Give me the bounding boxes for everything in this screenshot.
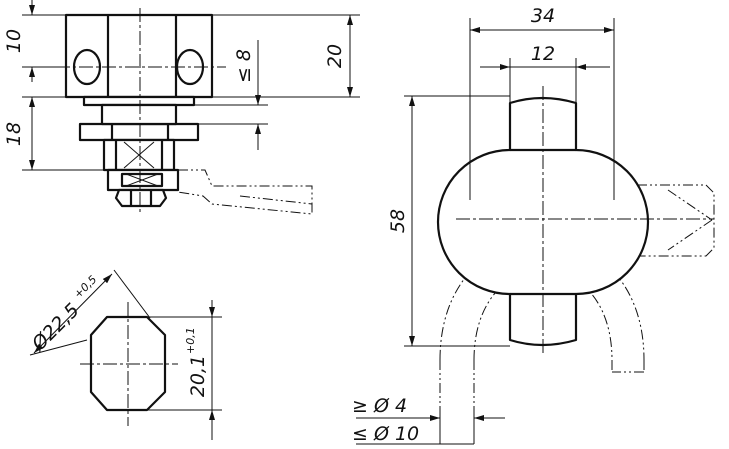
- dim-diameter-22-5-label: Ø22,5: [27, 299, 84, 356]
- bottom-view: [29, 269, 222, 440]
- dim-max-8-label: ≤ 8: [233, 49, 255, 83]
- dim-10-label: 10: [3, 29, 25, 53]
- side-view-lever: [177, 169, 313, 215]
- cam-ring-inner: [473, 269, 613, 361]
- washer: [82, 95, 196, 107]
- screw-head: [114, 188, 168, 208]
- dim-58-label: 58: [387, 209, 409, 233]
- side-view: [22, 0, 360, 215]
- dim-min-d4-label: ≥ Ø 4: [352, 395, 407, 417]
- hex-nut: [78, 122, 200, 142]
- dim-34-label: 34: [531, 5, 555, 27]
- shaft: [100, 103, 178, 126]
- cam-ring-outer: [439, 239, 645, 361]
- dim-20-1-label: 20,1: [187, 355, 209, 397]
- dim-12-label: 12: [531, 43, 555, 65]
- dim-20-1-tolerance: +0,1: [184, 327, 197, 354]
- dim-diameter-22-5-tolerance: +0,5: [71, 273, 99, 301]
- dim-max-d10-label: ≤ Ø 10: [352, 423, 419, 445]
- front-view-lever-tab: [614, 184, 715, 257]
- dim-18-label: 18: [3, 122, 25, 146]
- dim-20-label: 20: [324, 44, 346, 68]
- front-view: [356, 18, 715, 445]
- cam-body: [436, 96, 650, 347]
